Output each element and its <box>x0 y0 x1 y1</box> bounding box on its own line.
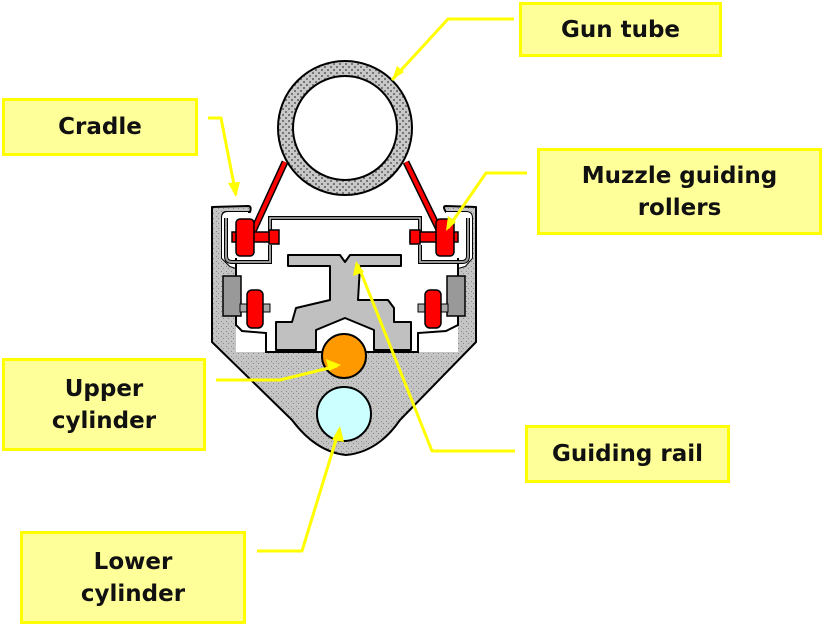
label-gun-tube: Gun tube <box>519 2 722 57</box>
left-side-pad <box>222 275 242 317</box>
leader-guiding-rail <box>356 264 515 453</box>
leader-cradle <box>208 116 238 196</box>
gun-tube-bore <box>292 75 398 181</box>
arrowhead-upper-cylinder <box>326 359 341 371</box>
arrowhead-guiding-rail <box>353 261 364 276</box>
arrowhead-muzzle-rollers <box>446 216 456 231</box>
leader-gun-tube <box>390 17 514 82</box>
right-side-pad <box>446 275 466 317</box>
label-muzzle-guiding-rollers: Muzzle guiding rollers <box>537 148 822 235</box>
leader-lower-cylinder <box>257 429 341 553</box>
label-lower-cylinder: Lower cylinder <box>20 531 246 624</box>
arrowhead-gun-tube <box>392 66 404 80</box>
right-lower-roller <box>417 289 449 329</box>
label-cradle: Cradle <box>2 98 198 156</box>
label-upper-cylinder: Upper cylinder <box>2 358 206 451</box>
lower-cylinder <box>316 386 372 442</box>
left-muzzle-roller <box>231 218 280 257</box>
label-guiding-rail: Guiding rail <box>525 425 730 483</box>
leader-muzzle-rollers <box>446 171 527 229</box>
arrowhead-lower-cylinder <box>332 426 344 442</box>
leader-upper-cylinder <box>216 364 338 382</box>
upper-cylinder <box>321 333 367 379</box>
arrowhead-cradle <box>228 182 240 197</box>
left-lower-roller <box>239 289 271 329</box>
